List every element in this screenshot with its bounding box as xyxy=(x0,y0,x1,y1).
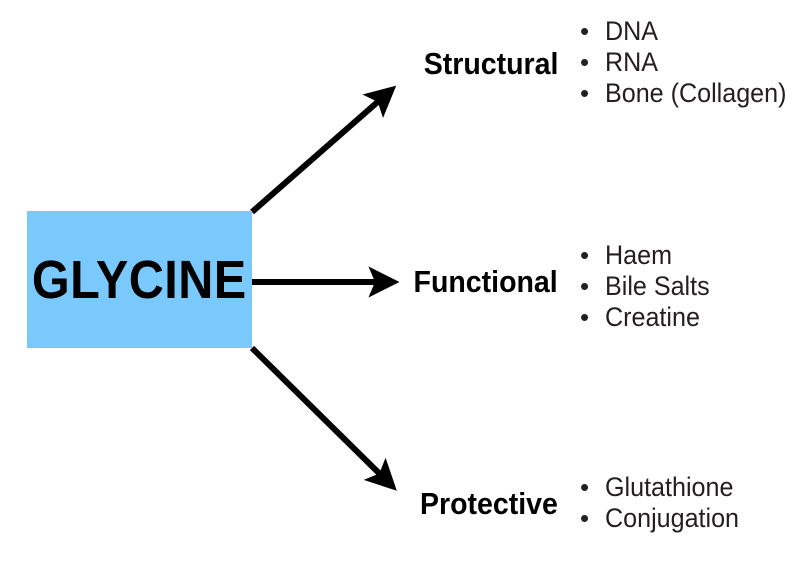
branch-label-structural: Structural xyxy=(423,46,558,81)
bullet-list-functional: • Haem • Bile Salts • Creatine xyxy=(580,240,718,333)
branch-label-protective: Protective xyxy=(420,486,558,521)
list-item-label: Bone (Collagen) xyxy=(605,78,787,108)
branch-label-functional: Functional xyxy=(413,264,558,299)
list-item-label: DNA xyxy=(605,16,659,46)
bullet-icon: • xyxy=(580,271,590,301)
glycine-node-label: GLYCINE xyxy=(32,249,247,310)
list-item: • Creatine xyxy=(580,302,718,333)
list-item-label: Haem xyxy=(605,240,672,270)
bullet-icon: • xyxy=(580,472,590,502)
glycine-node: GLYCINE xyxy=(27,211,252,348)
bullet-icon: • xyxy=(580,503,590,533)
list-item: • Haem xyxy=(580,240,718,271)
list-item: • RNA xyxy=(580,47,799,78)
list-item: • Bile Salts xyxy=(580,271,718,302)
list-item-label: Bile Salts xyxy=(605,271,710,301)
bullet-icon: • xyxy=(580,302,590,332)
arrow-to-protective xyxy=(249,345,397,491)
bullet-icon: • xyxy=(580,47,590,77)
bullet-list-protective: • Glutathione • Conjugation xyxy=(580,472,749,534)
list-item-label: Conjugation xyxy=(605,503,740,533)
list-item-label: RNA xyxy=(605,47,659,77)
bullet-icon: • xyxy=(580,16,590,46)
bullet-icon: • xyxy=(580,240,590,270)
bullet-list-structural: • DNA • RNA • Bone (Collagen) xyxy=(580,16,799,109)
list-item: • Bone (Collagen) xyxy=(580,78,799,109)
list-item: • DNA xyxy=(580,16,799,47)
list-item-label: Creatine xyxy=(605,302,700,332)
bullet-icon: • xyxy=(580,78,590,108)
list-item-label: Glutathione xyxy=(605,472,734,502)
list-item: • Conjugation xyxy=(580,503,749,534)
list-item: • Glutathione xyxy=(580,472,749,503)
arrow-to-structural xyxy=(250,85,397,215)
